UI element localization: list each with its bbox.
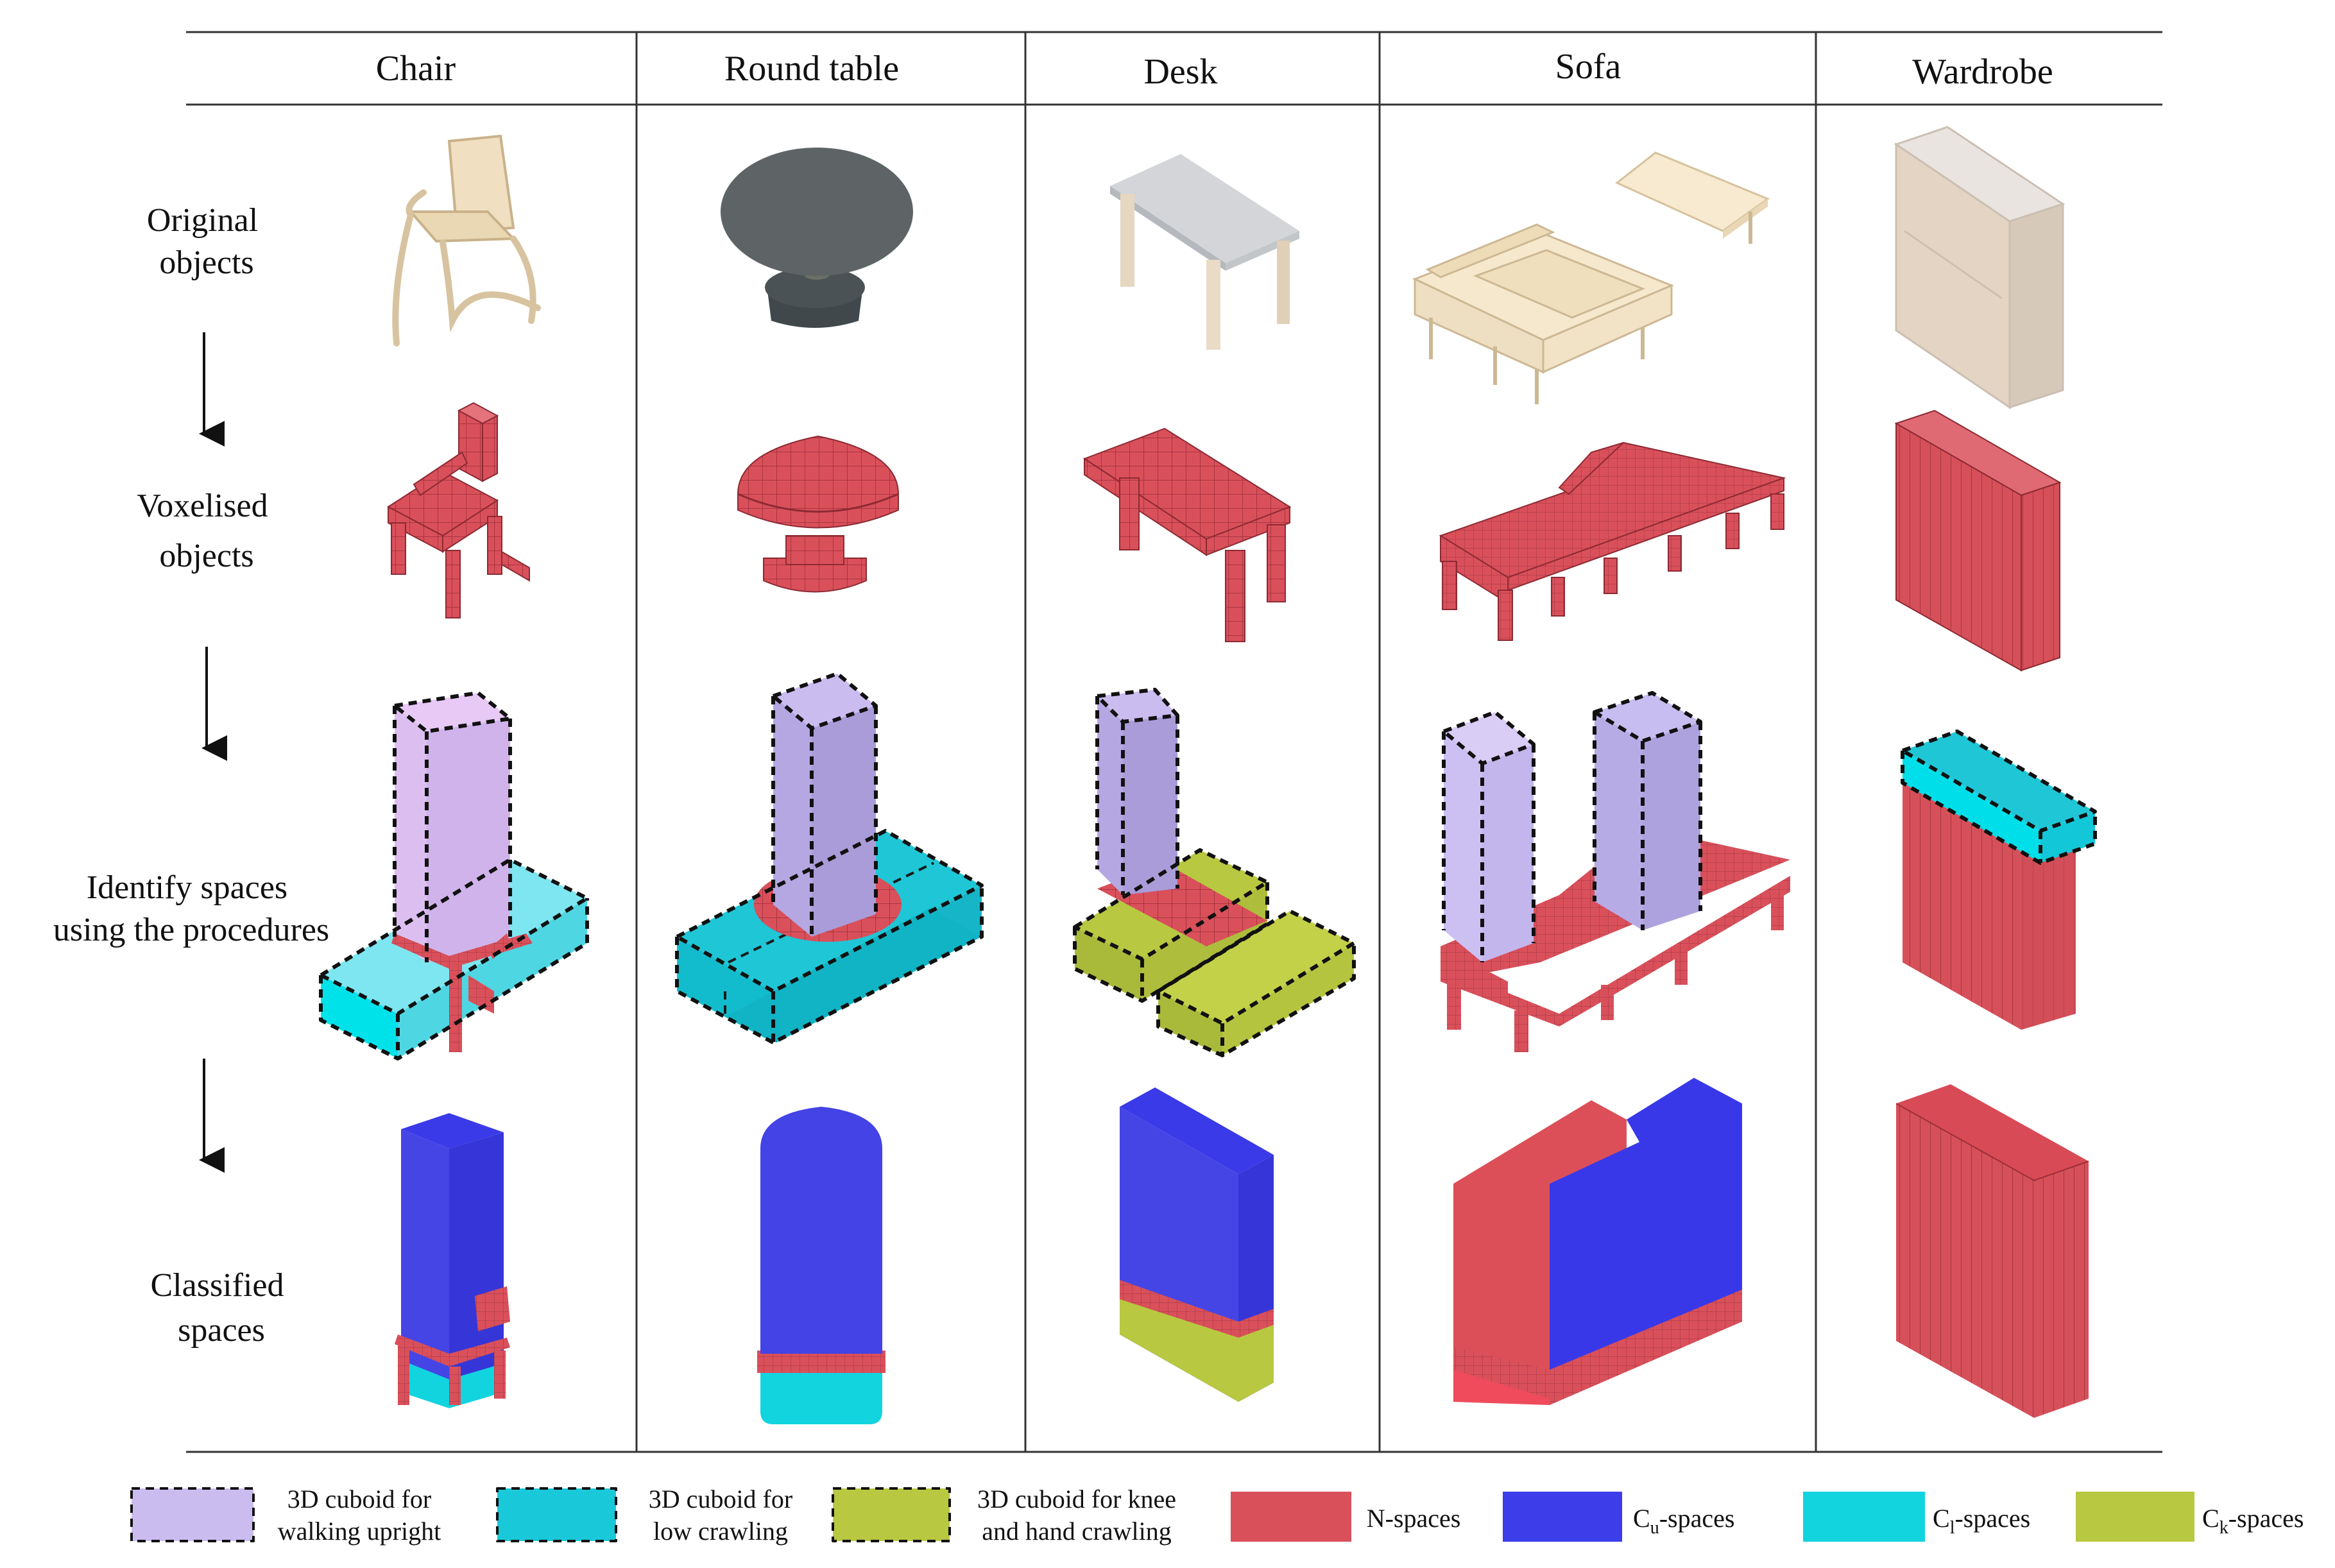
svg-text:3D cuboid for: 3D cuboid for (287, 1485, 431, 1513)
classified-chair (395, 1113, 510, 1408)
legend-ck-spaces: Ck-spaces (2076, 1492, 2304, 1542)
identify-sofa (1441, 691, 1790, 1052)
svg-text:3D cuboid for knee: 3D cuboid for knee (977, 1485, 1176, 1513)
svg-text:N-spaces: N-spaces (1367, 1504, 1461, 1533)
svg-text:3D cuboid for: 3D cuboid for (649, 1485, 792, 1513)
identify-chair (319, 691, 589, 1061)
row-label-voxelised: Voxelised objects (137, 488, 276, 574)
svg-text:Cu-spaces: Cu-spaces (1633, 1504, 1734, 1538)
row-label-identify: Identify spaces using the procedures (53, 869, 329, 948)
voxelised-wardrobe (1894, 409, 2062, 672)
legend-cl-spaces: Cl-spaces (1803, 1492, 2030, 1542)
process-arrows (199, 332, 227, 1173)
legend-knee-hand-crawling: 3D cuboid for knee and hand crawling (832, 1485, 1176, 1546)
column-headers: Chair Round table Desk Sofa Wardrobe (376, 47, 2053, 92)
svg-text:and hand crawling: and hand crawling (982, 1517, 1171, 1546)
original-round-table (721, 148, 913, 328)
svg-text:walking upright: walking upright (278, 1517, 441, 1546)
row-label-classified: Classified spaces (151, 1267, 293, 1349)
header-chair: Chair (376, 49, 456, 89)
legend-n-spaces: N-spaces (1231, 1492, 1460, 1542)
classified-wardrobe (1895, 1084, 2089, 1418)
legend: 3D cuboid for walking upright 3D cuboid … (130, 1485, 2304, 1546)
classified-round-table (757, 1107, 885, 1424)
identify-wardrobe (1901, 729, 2097, 1030)
header-sofa: Sofa (1555, 47, 1621, 87)
legend-low-crawling: 3D cuboid for low crawling (496, 1485, 792, 1546)
svg-text:Ck-spaces: Ck-spaces (2202, 1504, 2304, 1538)
original-chair (392, 134, 541, 346)
svg-text:Cl-spaces: Cl-spaces (1933, 1504, 2030, 1538)
legend-cu-spaces: Cu-spaces (1503, 1492, 1734, 1542)
classified-sofa (1453, 1078, 1742, 1405)
legend-walking-upright: 3D cuboid for walking upright (130, 1485, 441, 1546)
identify-round-table (675, 672, 984, 1044)
voxelised-round-table (737, 435, 899, 593)
table-grid (186, 31, 2162, 1453)
header-round-table: Round table (724, 49, 899, 89)
original-wardrobe (1894, 126, 2066, 409)
header-desk: Desk (1143, 52, 1217, 92)
classified-desk (1120, 1087, 1274, 1402)
identify-desk (1073, 688, 1356, 1057)
svg-text:low crawling: low crawling (653, 1517, 788, 1546)
original-desk (1110, 154, 1299, 350)
header-wardrobe: Wardrobe (1912, 52, 2053, 92)
row-labels: Original objects Voxelised objects Ident… (53, 202, 329, 1349)
original-sofa (1412, 151, 1770, 404)
voxelised-desk (1082, 427, 1292, 642)
voxelised-sofa (1439, 441, 1786, 641)
voxelised-chair (387, 402, 530, 618)
row-label-original: Original objects (147, 202, 266, 281)
